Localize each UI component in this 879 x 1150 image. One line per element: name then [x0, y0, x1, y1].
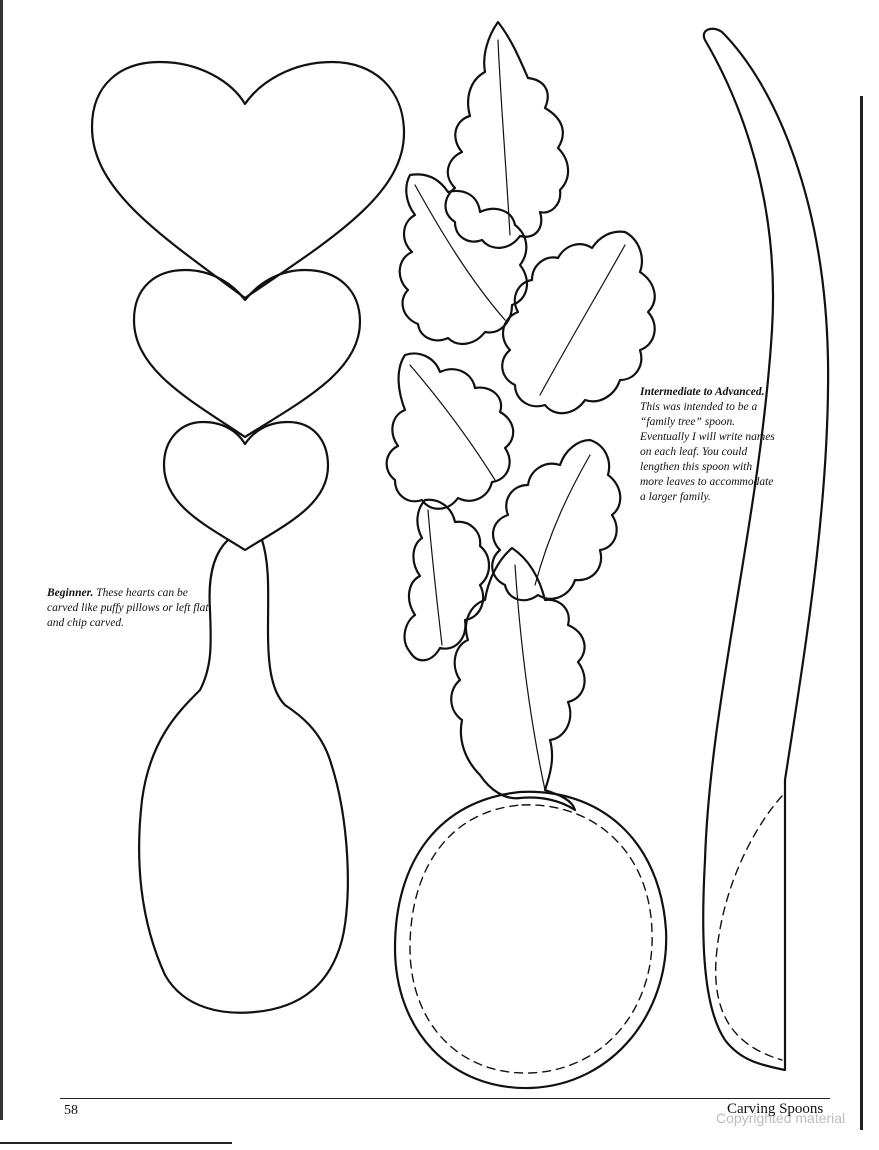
leaf-6: [403, 498, 491, 662]
heart-spoon-pattern: [90, 60, 406, 1014]
footer-rule: [60, 1098, 830, 1099]
leaf-4: [385, 352, 515, 510]
intermediate-caption: Intermediate to Advanced. This was inten…: [640, 385, 778, 505]
page-edge-bottom: [0, 1142, 232, 1144]
profile-spoon-outline: [702, 27, 830, 1072]
intermediate-caption-heading: Intermediate to Advanced.: [640, 386, 765, 398]
copyright-watermark: Copyrighted material: [716, 1110, 846, 1126]
leaf-spoon-bowl: [393, 790, 668, 1090]
leaf-7-bottom: [450, 546, 586, 812]
page-edge-right: [860, 96, 863, 1130]
leaf-veins: [409, 39, 626, 791]
leaf-3: [501, 230, 656, 415]
beginner-caption-heading: Beginner.: [47, 587, 94, 599]
beginner-caption: Beginner. These hearts can be carved lik…: [47, 586, 217, 631]
running-title: Carving Spoons: [727, 1101, 824, 1117]
profile-spoon-pattern: [702, 27, 830, 1072]
leaf-spoon-bowl-carving-line: [409, 804, 653, 1074]
leaf-1: [444, 20, 570, 249]
middle-heart: [132, 268, 362, 439]
page-number: 58: [64, 1103, 78, 1118]
heart-spoon-handle-and-bowl: [138, 538, 349, 1014]
beginner-caption-text: These hearts can be carved like puffy pi…: [47, 587, 209, 629]
small-heart: [162, 420, 330, 552]
leaf-5: [491, 438, 622, 602]
leaf-spoon-pattern: [385, 20, 668, 1090]
profile-spoon-bowl-dashes: [714, 795, 783, 1061]
page-edge-left: [0, 0, 3, 1120]
large-heart: [90, 60, 406, 300]
leaf-2: [398, 173, 529, 346]
intermediate-caption-text: This was intended to be a “family tree” …: [640, 401, 775, 503]
